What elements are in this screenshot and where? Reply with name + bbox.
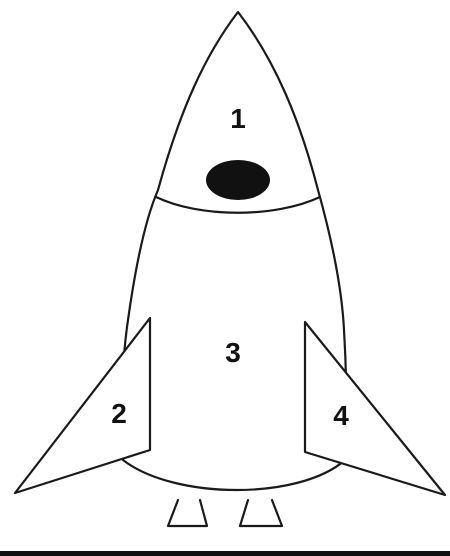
region-label-2: 2 <box>111 398 127 429</box>
right-nozzle <box>240 500 282 526</box>
region-label-1: 1 <box>230 103 246 134</box>
left-nozzle <box>168 500 207 526</box>
porthole-window <box>206 160 270 200</box>
left-fin <box>15 318 150 493</box>
region-label-4: 4 <box>333 400 349 431</box>
cropped-caption-remnant <box>0 551 450 556</box>
region-label-3: 3 <box>225 337 241 368</box>
